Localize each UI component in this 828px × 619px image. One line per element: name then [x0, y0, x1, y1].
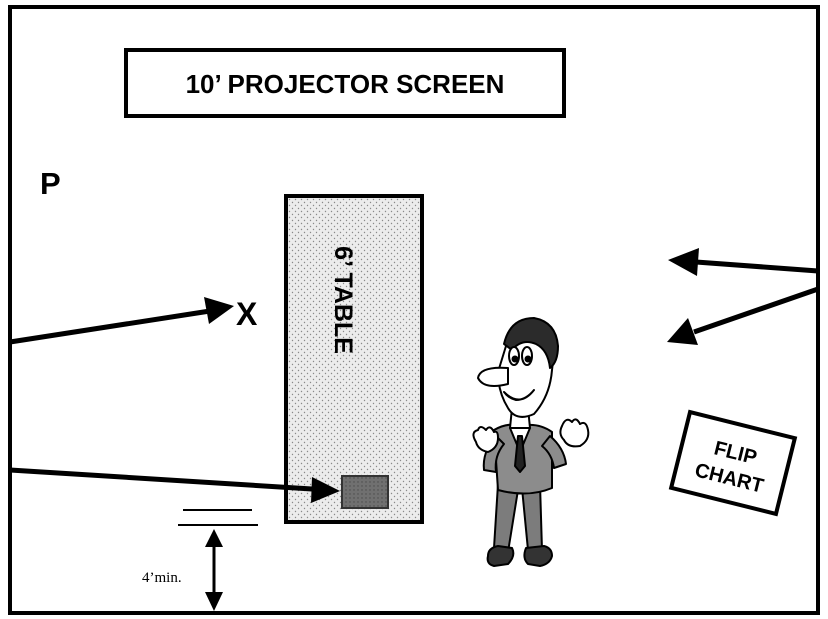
p-marker: P: [40, 166, 61, 201]
arrow-to-x: [9, 297, 234, 345]
clearance-label: 4’min.: [142, 570, 182, 586]
projector-screen-label: 10’ PROJECTOR SCREEN: [186, 69, 505, 99]
projector-device: [341, 475, 389, 509]
x-marker: X: [236, 296, 258, 332]
table-label: 6’ TABLE: [329, 246, 357, 354]
arrows-right-side: [667, 248, 819, 345]
table: 6’ TABLE: [284, 194, 424, 524]
clearance-dimension: [178, 509, 258, 611]
presenter-illustration: [472, 317, 590, 567]
projector-screen: 10’ PROJECTOR SCREEN: [124, 48, 566, 118]
arrow-to-projector: [9, 467, 340, 503]
flip-chart: FLIP CHART: [668, 409, 798, 517]
